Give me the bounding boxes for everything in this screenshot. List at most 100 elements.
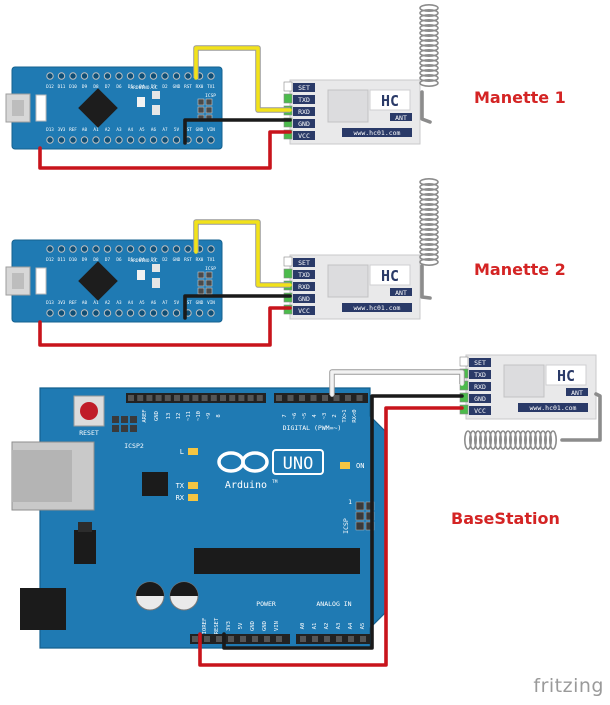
nano-pin-hole: [126, 72, 135, 80]
uno-header-pin: [324, 636, 330, 642]
nano-pin-hole: [46, 309, 54, 317]
nano-component: [152, 91, 160, 99]
module-pin-pad: [283, 117, 293, 128]
uno-header-pin: [220, 395, 226, 401]
nano-pin-hole: [115, 72, 123, 80]
nano-button: [35, 94, 47, 122]
nano-pin-hole: [207, 136, 215, 144]
uno-analog-header: [296, 634, 370, 644]
nano-pin-hole: [149, 136, 158, 144]
nano-pin-label: TX1: [207, 84, 215, 90]
uno-aref: AREF: [142, 409, 148, 422]
nano-pin-label: D6: [116, 257, 122, 263]
antenna-turn: [419, 188, 439, 197]
uno-header-pin: [229, 395, 236, 401]
nano-icsp-label: ICSP: [205, 266, 216, 272]
nano-pin-hole: [57, 136, 66, 144]
nano-icsp-pin: [205, 106, 213, 114]
uno-pin-label: 12: [176, 413, 182, 420]
antenna-turn: [419, 9, 439, 18]
antenna-1: [419, 4, 439, 88]
antenna-turn: [419, 53, 439, 62]
nano-pin-label: GND: [196, 300, 204, 306]
nano-pin-hole: [172, 136, 181, 144]
antenna-3: [463, 430, 557, 450]
nano-brand: ARDUINO.CC: [130, 258, 157, 264]
antenna-turn: [419, 253, 439, 262]
module-pin-label-bg: [469, 358, 491, 367]
nano-component: [152, 278, 160, 288]
nano-pin-hole: [80, 245, 89, 253]
nano-pin-hole: [149, 72, 158, 80]
nano-usb-inner: [12, 100, 24, 116]
uno-header-pin: [192, 395, 199, 401]
uno-pin-label: ~10: [196, 411, 202, 421]
uno-icsp2-pin: [121, 416, 128, 423]
wire-white-base: [330, 370, 464, 397]
antenna-turn: [419, 69, 439, 78]
nano-pin-hole: [92, 72, 100, 80]
module-pin-pad: [283, 256, 293, 267]
antenna-turn: [419, 28, 439, 37]
nano-pin-label: RST: [184, 257, 192, 263]
nano-pin-label: A5: [139, 300, 145, 306]
nano-pin-hole: [172, 245, 181, 253]
wire-black-2: [183, 294, 292, 320]
nano-pin-label: A1: [93, 300, 99, 306]
antenna-turn: [488, 430, 497, 450]
uno-header-pin: [174, 395, 180, 401]
wire-black-base: [222, 394, 464, 650]
module-logo-bg: [369, 264, 411, 286]
antenna-turn: [498, 430, 507, 450]
uno-header-pin: [201, 395, 208, 401]
antenna-turn: [419, 4, 439, 13]
antenna-turn: [538, 430, 547, 450]
nano-pin-label: D6: [116, 84, 122, 90]
nano-pin-hole: [80, 136, 89, 144]
nano-pin-label: D13: [46, 127, 54, 133]
module-shield: [327, 89, 369, 123]
uno-reset-label: RESET: [79, 429, 99, 437]
module-ant-bg: [390, 288, 412, 296]
antenna-turn: [419, 203, 439, 212]
module-pin-vcc: VCC: [298, 132, 310, 140]
wire-red-2: [38, 306, 292, 347]
arduino-nano-1: D12D13D113V3D10REFD9A0D8A1D7A2D6A3D5A4D4…: [5, 66, 223, 150]
uno-led-label: L: [180, 448, 184, 456]
nano-pin-hole: [46, 245, 54, 253]
uno-pin-label: 4: [312, 414, 318, 418]
module-pin-gnd: GND: [474, 395, 486, 403]
label-manette-2: Manette 2: [474, 260, 566, 279]
uno-power-pin-label: GND: [262, 621, 268, 631]
nano-pin-label: D5: [128, 84, 134, 90]
uno-power-pin-label: VIN: [274, 621, 280, 631]
uno-header-pin: [183, 395, 190, 401]
nano-pin-hole: [115, 245, 123, 253]
antenna-turn: [419, 198, 439, 207]
nano-pin-label: RST: [184, 84, 192, 90]
module-pin-pad: [459, 356, 469, 367]
uno-header-pin: [210, 395, 217, 401]
uno-brand: Arduino: [225, 480, 267, 491]
nano-pin-hole: [172, 309, 181, 317]
module-ant-label: ANT: [395, 114, 407, 122]
uno-analog-pin-label: A1: [312, 623, 318, 630]
nano-pin-hole: [115, 136, 123, 144]
module-pin-label-bg: [293, 83, 315, 92]
nano-pin-hole: [184, 245, 192, 253]
uno-header-pin: [146, 395, 153, 401]
wire-red-1: [38, 130, 292, 170]
nano-pin-label: D3: [151, 84, 157, 90]
antenna-turn: [419, 18, 439, 27]
uno-header-pin: [336, 636, 342, 642]
nano-pin-label: GND: [196, 127, 204, 133]
uno-header-pin: [276, 636, 282, 642]
uno-header-pin: [164, 395, 171, 401]
uno-on-led: [340, 462, 350, 469]
nano-pin-label: GND: [173, 84, 181, 90]
nano-pin-hole: [92, 245, 100, 253]
uno-icsp-label: ICSP: [342, 518, 350, 534]
wire-black-1: [183, 118, 292, 145]
uno-icsp2-pin: [112, 416, 119, 423]
